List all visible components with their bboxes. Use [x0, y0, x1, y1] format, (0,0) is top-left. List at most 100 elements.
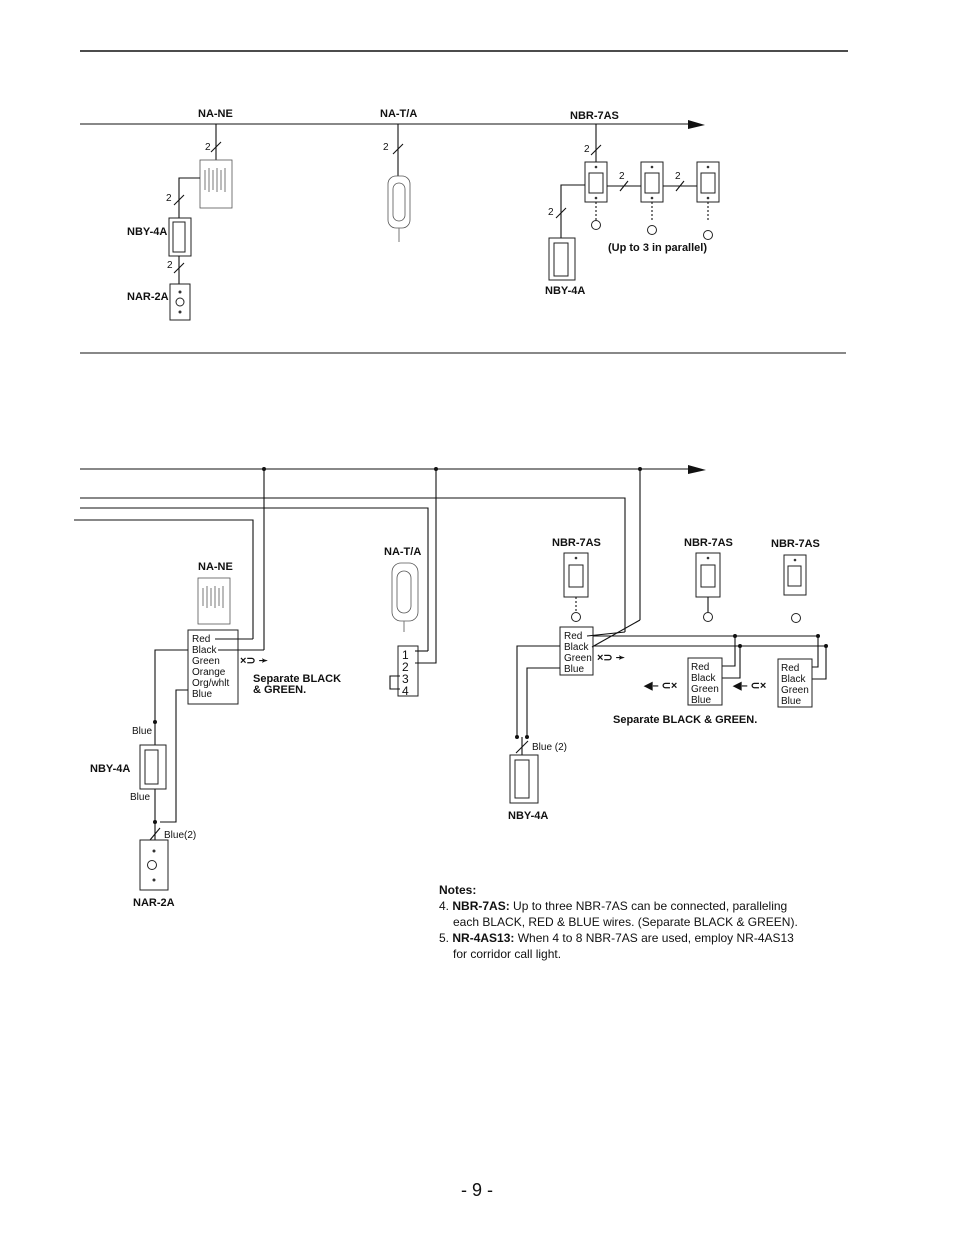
bottom-nby-4a-left-unit	[139, 744, 167, 790]
na-ne-wire-red: Red	[192, 634, 210, 645]
nbr2-wire-green: Green	[691, 684, 719, 695]
bottom-label-nby-4a-right: NBY-4A	[508, 810, 548, 822]
na-ta-jumper	[389, 675, 400, 690]
top-na-ne-to-nby	[178, 177, 200, 218]
top-na-ne-unit	[199, 159, 233, 209]
top-wire-count-6: 2	[619, 171, 625, 182]
na-ne-to-nar	[160, 689, 188, 823]
top-nar-2a-unit	[169, 283, 191, 321]
top-diagram: NA-NE NA-T/A NBR-7AS 2 2 NBY-4A 2	[80, 108, 720, 321]
run-wire-3	[74, 519, 254, 639]
notes-title: Notes:	[439, 883, 477, 897]
terminal-3: 3	[402, 672, 409, 686]
top-wire-count-8: 2	[548, 207, 554, 218]
bottom-na-ta-handset	[391, 562, 419, 632]
nbr1-wire-black: Black	[564, 642, 589, 653]
top-nby-4a-left-unit	[168, 217, 192, 257]
top-wire-count-3: 2	[167, 260, 173, 271]
notes-section: Notes: 4. NBR-7AS: Up to three NBR-7AS c…	[439, 882, 839, 962]
bottom-nbr-unit-1	[563, 552, 589, 598]
nar-slash	[149, 827, 161, 841]
na-ne-terminal-box	[187, 629, 239, 705]
bottom-label-nby-4a-left: NBY-4A	[90, 763, 130, 775]
na-ne-wire-blue: Blue	[192, 689, 212, 700]
top-nbr-link-slash-1	[619, 180, 629, 192]
top-nbr-link-slash-2	[675, 180, 685, 192]
nby-right-node-2	[525, 735, 529, 739]
top-wire-count-5: 2	[584, 144, 590, 155]
nbr1-black-lead	[591, 619, 641, 648]
nbr3-wire-black: Black	[781, 674, 806, 685]
top-lamp-2	[647, 225, 657, 235]
blue-label-bottom: Blue	[130, 792, 150, 803]
top-label-nar-2a: NAR-2A	[127, 291, 169, 303]
note-4-cont: each BLACK, RED & BLUE wires. (Separate …	[453, 915, 798, 929]
nbr2-wire-red: Red	[691, 662, 709, 673]
na-ne-wire-orgwhlt: Org/whlt	[192, 678, 229, 689]
nbr1-terminal-box	[559, 626, 594, 676]
na-ta-lead-2	[415, 660, 437, 664]
note-5-cont: for corridor call light.	[453, 947, 562, 961]
na-ne-to-nby-1	[154, 649, 188, 722]
top-nby-right-slash	[555, 207, 567, 219]
nbr1-to-nby-2	[526, 667, 560, 737]
nbr3-wire-green: Green	[781, 685, 809, 696]
nbr3-wire-blue: Blue	[781, 696, 801, 707]
note-4-term: NBR-7AS:	[452, 899, 510, 913]
nbr3-wire-red: Red	[781, 663, 799, 674]
nbr1-wire-red: Red	[564, 631, 582, 642]
nbr1-red-lead	[586, 631, 626, 637]
run-wire-2	[80, 507, 429, 651]
top-label-nby-4a-left: NBY-4A	[127, 226, 167, 238]
bottom-bus-arrow	[688, 465, 706, 474]
nbr1-wire-blue: Blue	[564, 664, 584, 675]
top-wire-count-7: 2	[675, 171, 681, 182]
bottom-nar-2a-unit	[139, 839, 169, 891]
bottom-label-nbr-7as-3: NBR-7AS	[771, 538, 820, 550]
note-5-number: 5.	[439, 931, 450, 945]
bottom-label-na-ne: NA-NE	[198, 561, 233, 573]
na-ta-terminal-block	[397, 645, 419, 697]
top-na-ta-slash	[392, 143, 404, 155]
top-nby-slash	[173, 194, 185, 206]
top-label-na-ta: NA-T/A	[380, 108, 417, 120]
top-bus-arrow	[688, 120, 705, 129]
separate-left-line2: & GREEN.	[253, 684, 306, 696]
nby-right-slash	[515, 740, 529, 754]
note-4: 4. NBR-7AS: Up to three NBR-7AS can be c…	[439, 898, 839, 914]
top-nbr-to-nby	[560, 184, 585, 238]
nbr3-terminal-box	[777, 658, 813, 708]
na-ne-wire-black: Black	[192, 645, 217, 656]
note-5: 5. NR-4AS13: When 4 to 8 NBR-7AS are use…	[439, 930, 839, 946]
top-na-ta-handset	[387, 175, 411, 242]
top-wire-count-1: 2	[205, 142, 211, 153]
note-4-number: 4.	[439, 899, 450, 913]
top-nbr-slash	[590, 144, 602, 156]
page-number: - 9 -	[460, 1180, 493, 1200]
separate-icon-middle: ×⊃ ➛	[597, 652, 625, 664]
terminal-2: 2	[402, 660, 409, 674]
bottom-label-nbr-7as-2: NBR-7AS	[684, 537, 733, 549]
run-wire-1	[80, 497, 626, 632]
nbr2-terminal-box	[687, 657, 723, 706]
top-parallel-note: (Up to 3 in parallel)	[608, 242, 707, 254]
top-wire-count-4: 2	[383, 142, 389, 153]
nbr1-to-nby-1	[516, 645, 560, 737]
blue2-left: Blue(2)	[164, 830, 196, 841]
top-label-na-ne: NA-NE	[198, 108, 233, 120]
na-ne-wire-green: Green	[192, 656, 220, 667]
top-nbr-unit-1	[584, 161, 608, 203]
separate-right: Separate BLACK & GREEN.	[613, 714, 757, 726]
separate-left-line1: Separate BLACK	[253, 673, 341, 685]
blue2-right: Blue (2)	[532, 742, 567, 753]
note-5-term: NR-4AS13:	[452, 931, 515, 945]
top-nby-4a-right-unit	[548, 237, 576, 281]
top-label-nbr-7as: NBR-7AS	[570, 110, 619, 122]
note-5-text: When 4 to 8 NBR-7AS are used, employ NR-…	[517, 931, 794, 945]
blue-label-top: Blue	[132, 726, 152, 737]
top-na-ne-slash	[210, 141, 222, 153]
bottom-na-ne-unit	[197, 577, 231, 625]
nbr2-wire-black: Black	[691, 673, 716, 684]
bottom-lamp-1	[571, 612, 581, 622]
nbr2-black-lead	[716, 646, 741, 679]
